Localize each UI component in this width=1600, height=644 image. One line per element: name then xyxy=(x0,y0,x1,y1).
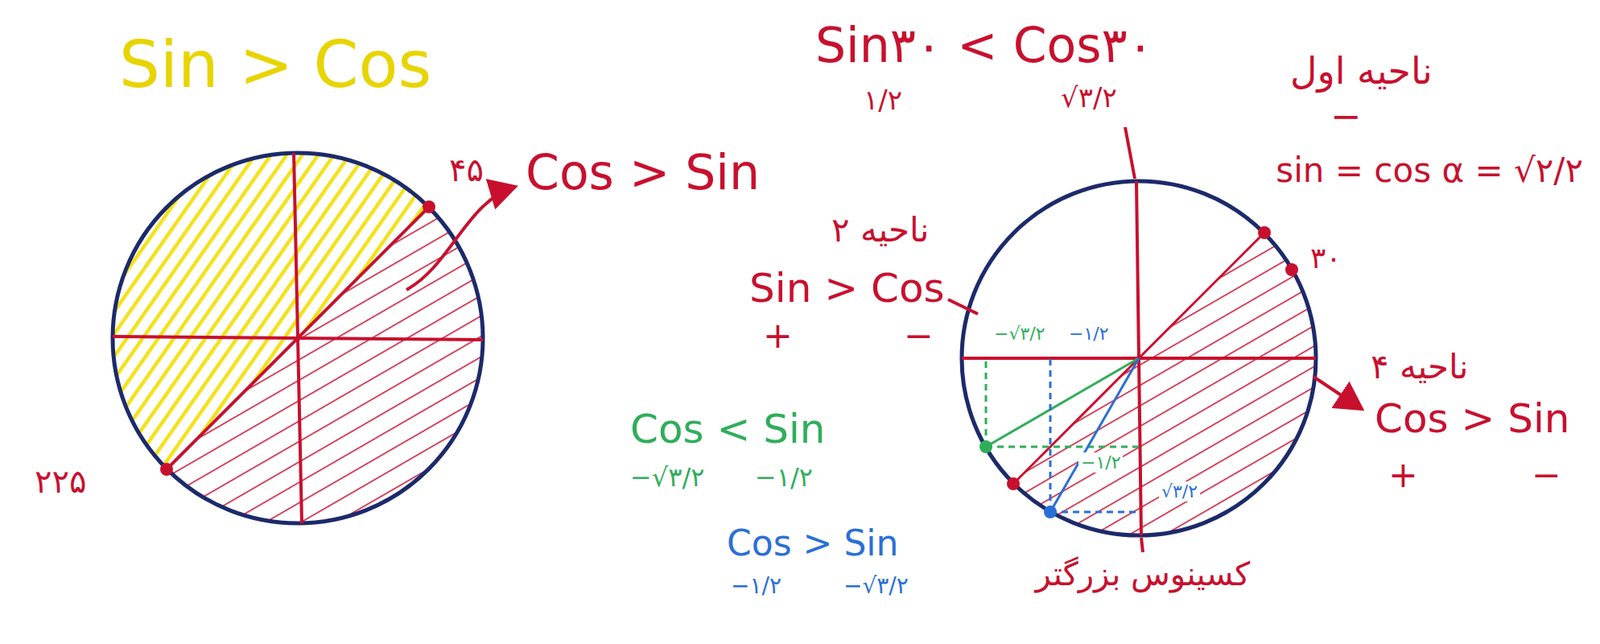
sign-mark: + xyxy=(760,315,796,357)
sign-mark: − xyxy=(901,315,937,357)
comparison-note: Cos > Sin xyxy=(724,523,901,565)
value-label: −۱/۲ xyxy=(1078,452,1123,473)
point xyxy=(1285,263,1299,277)
value-label: ۱/۲ xyxy=(861,84,905,116)
leader-line xyxy=(948,299,978,314)
quadrant-label: ناحیه اول xyxy=(1287,49,1436,93)
value-label: −۱/۲ xyxy=(752,462,816,493)
quadrant-label: ناحیه ۴ xyxy=(1368,347,1472,387)
point xyxy=(1043,505,1057,519)
sign-mark: − xyxy=(1327,94,1365,138)
comparison-note: Cos > Sin xyxy=(523,144,763,201)
value-label: −√۳/۲ xyxy=(841,573,912,599)
leader-line xyxy=(1141,537,1143,553)
right-shading xyxy=(961,181,1316,536)
projection xyxy=(985,445,1139,449)
comparison-note: Sin۳۰ < Cos۳۰ xyxy=(812,17,1156,74)
unit-circle xyxy=(112,152,483,524)
angle-label: ۴۵ xyxy=(446,151,487,189)
value-label: −√۳/۲ xyxy=(991,323,1048,344)
diagonal xyxy=(166,206,429,470)
pointer-arrow xyxy=(1313,376,1362,409)
point xyxy=(1006,477,1020,491)
quadrant-note: کسینوس بزرگتر xyxy=(1033,555,1254,593)
sign-mark: + xyxy=(1385,454,1421,496)
pointer-arrow xyxy=(406,186,516,290)
angle-label: ۲۲۵ xyxy=(32,462,89,500)
radius xyxy=(985,358,1139,447)
projection xyxy=(985,358,988,447)
value-label: √۳/۲ xyxy=(1158,481,1200,502)
comparison-note: Cos < Sin xyxy=(627,406,829,454)
point xyxy=(979,440,993,454)
left-shading xyxy=(112,152,483,524)
value-label: √۳/۲ xyxy=(1058,82,1120,114)
value-label: −۱/۲ xyxy=(1066,323,1111,344)
equation-note: sin = cos α = √۲/۲ xyxy=(1273,151,1586,190)
projection xyxy=(1049,358,1052,512)
point xyxy=(160,462,174,476)
radius xyxy=(1050,358,1139,512)
projection xyxy=(1050,511,1139,514)
comparison-note: Sin > Cos xyxy=(746,265,948,313)
heading-note: Sin > Cos xyxy=(116,28,434,103)
sign-mark: − xyxy=(1529,454,1564,496)
leader-line xyxy=(1125,127,1135,179)
comparison-note: Cos > Sin xyxy=(1372,395,1573,443)
angle-label: ۳۰ xyxy=(1307,241,1345,275)
quadrant-label: ناحیه ۲ xyxy=(828,210,932,250)
unit-circle xyxy=(961,181,1316,536)
value-label: −۱/۲ xyxy=(728,573,784,599)
point xyxy=(422,200,436,214)
point xyxy=(1257,226,1271,240)
value-label: −√۳/۲ xyxy=(627,462,707,493)
